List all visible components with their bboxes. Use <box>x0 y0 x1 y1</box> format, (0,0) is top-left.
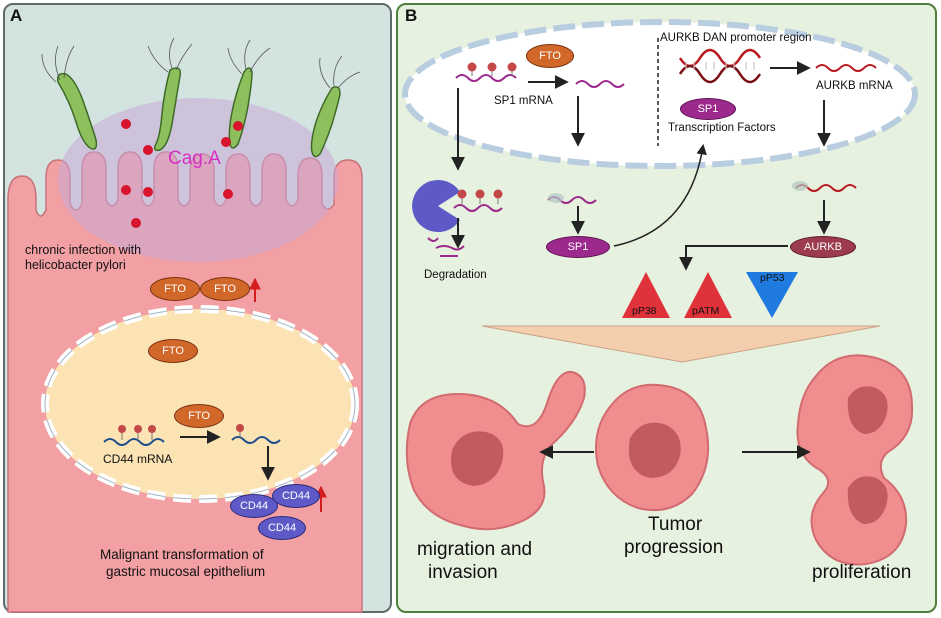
panel-a-letter: A <box>10 6 23 25</box>
migration-label-2: invasion <box>428 562 498 583</box>
cd44-protein: CD44 <box>258 516 306 540</box>
fto-protein: FTO <box>526 44 574 68</box>
patm-label: pATM <box>692 305 720 317</box>
infection-zone <box>58 98 338 262</box>
sp1-mrna-label: SP1 mRNA <box>494 95 553 107</box>
fto-protein: FTO <box>174 404 224 428</box>
cd44-mrna-label: CD44 mRNA <box>103 452 173 466</box>
fto-protein: FTO <box>200 277 250 301</box>
cag-a-dot-icon <box>121 119 243 228</box>
fto-protein: FTO <box>148 339 198 363</box>
proliferation-label: proliferation <box>812 562 912 583</box>
cd44-protein: CD44 <box>230 494 278 518</box>
pacman-degradation-icon <box>412 180 460 232</box>
malignant-label-1: Malignant transformation of <box>100 547 264 562</box>
infection-label-1: chronic infection with <box>25 243 142 257</box>
transcription-factors-label: Transcription Factors <box>668 122 776 134</box>
tumor-label-2: progression <box>624 537 724 558</box>
cd44-protein: CD44 <box>272 484 320 508</box>
sp1-protein: SP1 <box>546 236 610 258</box>
fto-protein: FTO <box>150 277 200 301</box>
degradation-label: Degradation <box>424 269 487 281</box>
aurkb-protein: AURKB <box>790 236 856 258</box>
sp1-protein: SP1 <box>680 98 736 120</box>
migration-label-1: migration and <box>417 539 533 560</box>
funnel <box>481 325 881 363</box>
promoter-label: AURKB DAN promoter region <box>660 32 812 44</box>
patm-triangle <box>684 272 732 318</box>
mrna-icon <box>231 424 281 444</box>
pp38-label: pP38 <box>632 305 657 317</box>
mrna-icon <box>455 62 517 82</box>
infection-label-2: helicobacter pylori <box>25 258 126 272</box>
mrna-icon <box>453 189 503 212</box>
panel-b-letter: B <box>405 6 418 25</box>
mrna-icon <box>815 64 877 72</box>
cag-a-label: Cag.A <box>168 148 221 169</box>
pp53-label: pP53 <box>760 272 785 284</box>
dna-helix-icon <box>678 48 762 84</box>
malignant-label-2: gastric mucosal epithelium <box>106 564 266 579</box>
mrna-icon <box>575 80 625 88</box>
pp38-triangle <box>622 272 670 318</box>
mrna-icon <box>103 425 165 446</box>
pp53-triangle <box>746 272 798 318</box>
aurkb-mrna-label: AURKB mRNA <box>816 80 893 92</box>
tumor-label-1: Tumor <box>648 514 703 535</box>
